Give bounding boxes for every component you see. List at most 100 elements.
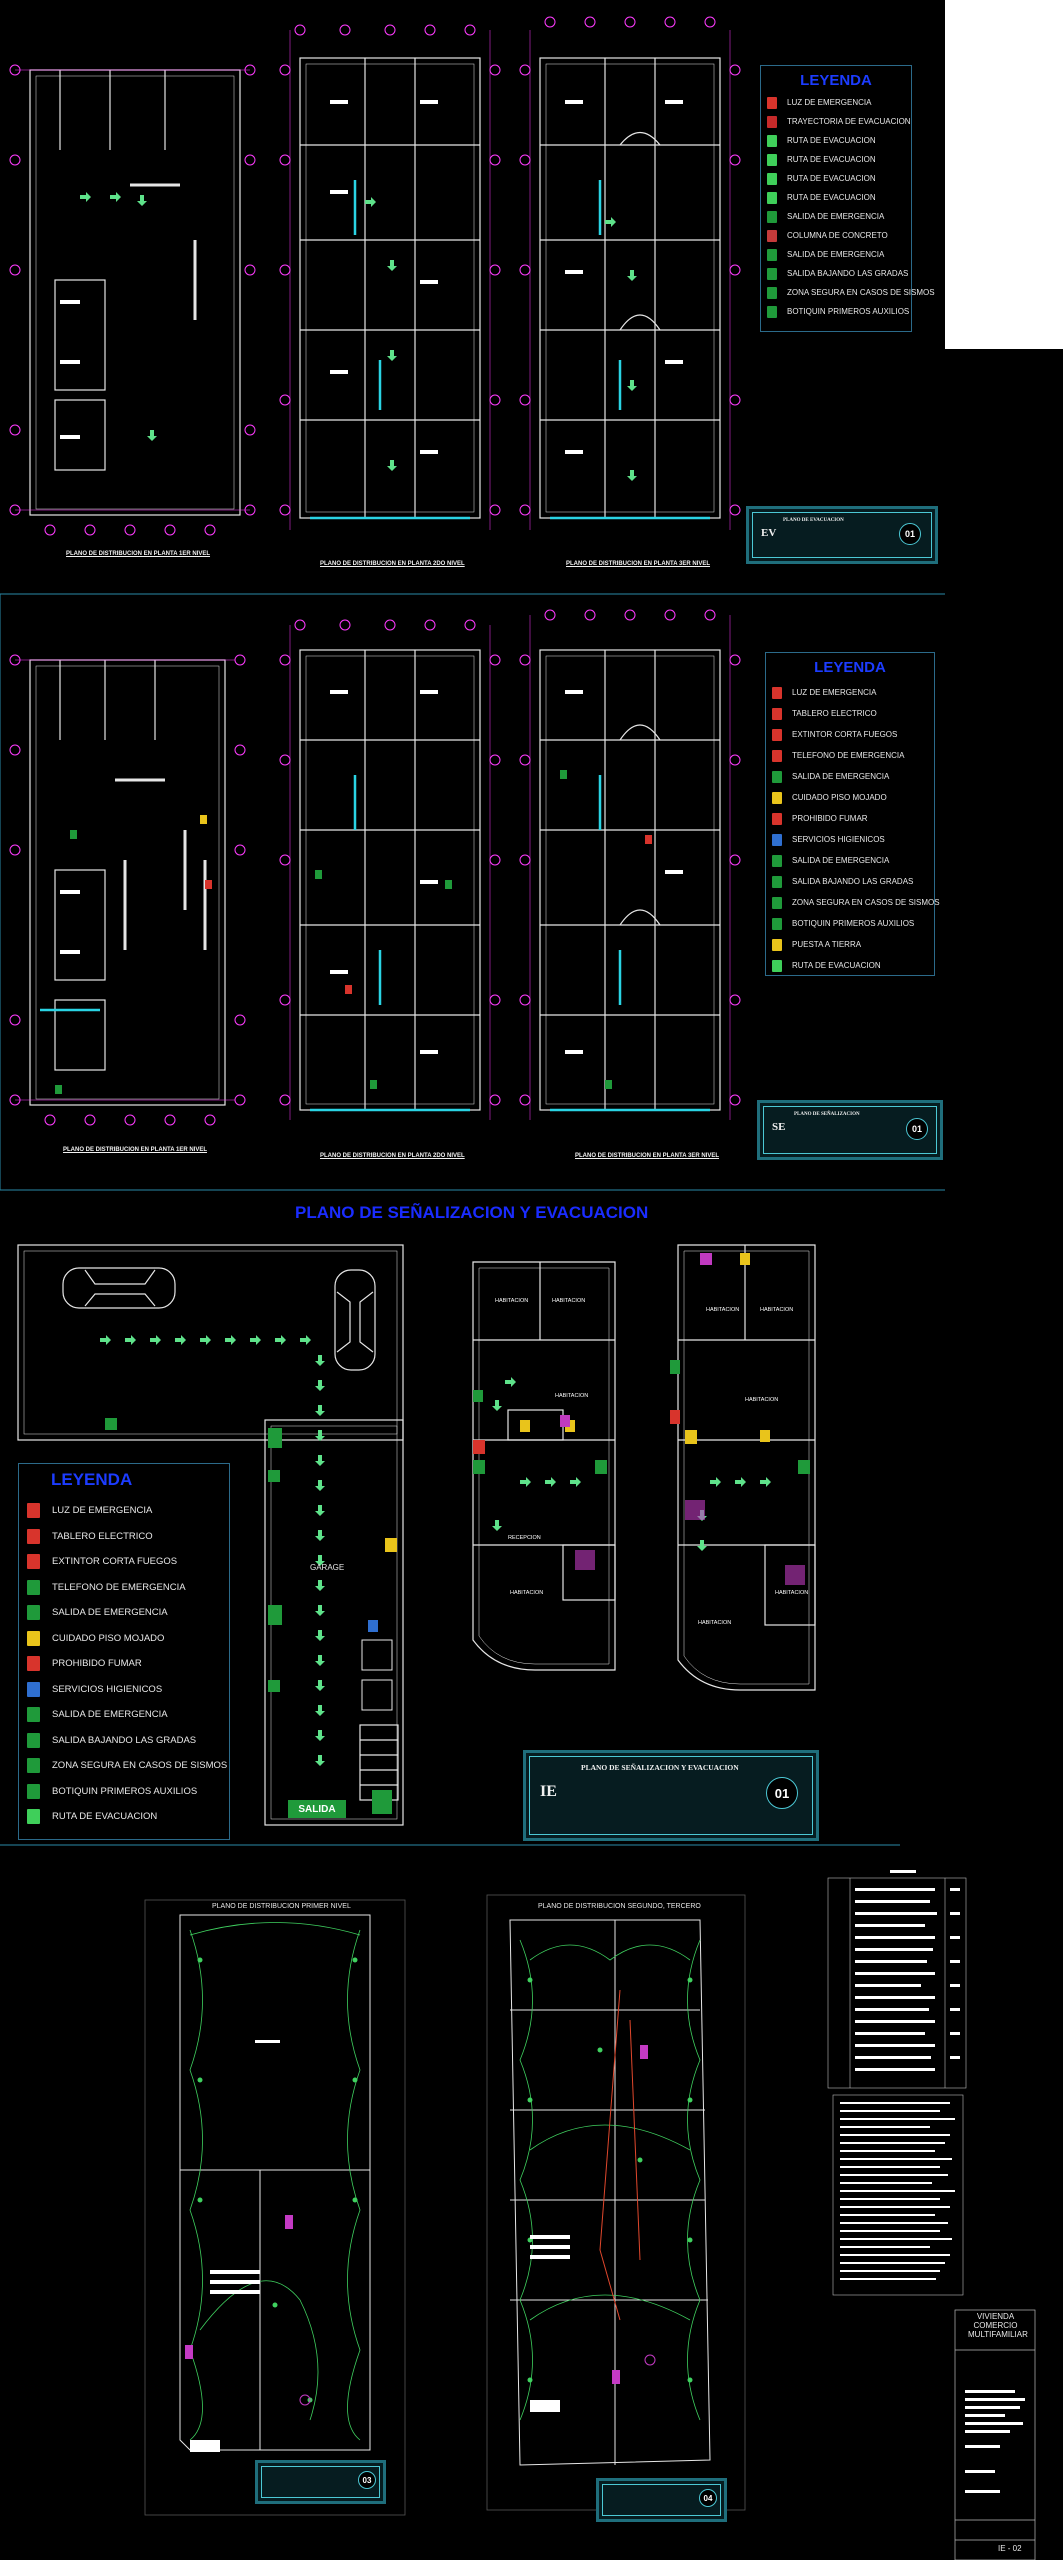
garage-label: GARAGE xyxy=(310,1563,345,1572)
first-aid-icon xyxy=(27,1783,40,1799)
legend-item: LUZ DE EMERGENCIA xyxy=(761,93,911,112)
plan-caption: PLANO DE DISTRIBUCION PRIMER NIVEL xyxy=(212,1903,351,1910)
legend-item: ZONA SEGURA EN CASOS DE SISMOS xyxy=(19,1753,229,1779)
exit-person-icon xyxy=(27,1707,40,1723)
legend-item: RUTA DE EVACUACION xyxy=(761,131,911,150)
sheet-number: 01 xyxy=(899,523,921,545)
arrow-left-icon xyxy=(767,191,777,204)
title-block-code: EV xyxy=(761,527,777,539)
electric-panel-icon xyxy=(772,707,782,720)
room-label: HABITACION xyxy=(706,1307,740,1313)
plan-caption: PLANO DE DISTRIBUCION EN PLANTA 1ER NIVE… xyxy=(66,551,211,557)
plan-caption: PLANO DE DISTRIBUCION EN PLANTA 3ER NIVE… xyxy=(575,1153,720,1159)
legend-item: LUZ DE EMERGENCIA xyxy=(19,1498,229,1524)
safe-zone-icon xyxy=(767,286,777,299)
ground-icon xyxy=(772,938,782,951)
legend-item: RUTA DE EVACUACION xyxy=(766,955,934,976)
legend-item: SALIDA BAJANDO LAS GRADAS xyxy=(19,1728,229,1754)
sheet-number: 01 xyxy=(906,1118,928,1140)
exit-sign-icon xyxy=(767,210,777,223)
restroom-icon xyxy=(772,833,782,846)
legend-item: SALIDA BAJANDO LAS GRADAS xyxy=(761,264,911,283)
legend-item: PROHIBIDO FUMAR xyxy=(19,1651,229,1677)
legend-item: TABLERO ELECTRICO xyxy=(766,703,934,724)
room-label: HABITACION xyxy=(698,1620,732,1626)
legend-item: SALIDA DE EMERGENCIA xyxy=(19,1702,229,1728)
no-smoking-icon xyxy=(772,812,782,825)
legend-item: SERVICIOS HIGIENICOS xyxy=(19,1677,229,1703)
title-block: SE PLANO DE SEÑALIZACION 01 xyxy=(757,1100,943,1160)
legend-item: EXTINTOR CORTA FUEGOS xyxy=(766,724,934,745)
plan-caption: PLANO DE DISTRIBUCION EN PLANTA 2DO NIVE… xyxy=(320,561,465,567)
exit-sign: SALIDA xyxy=(288,1800,346,1818)
room-label: HABITACION xyxy=(745,1397,779,1403)
route-line-icon xyxy=(767,115,777,128)
restroom-icon xyxy=(27,1681,40,1697)
exit-person-icon xyxy=(767,248,777,261)
route-arrow-icon xyxy=(27,1809,40,1825)
stairs-exit-icon xyxy=(772,875,782,888)
no-smoking-icon xyxy=(27,1656,40,1672)
title-block-title: PLANO DE EVACUACION xyxy=(783,518,844,523)
column-icon xyxy=(767,229,777,242)
legend-item: SALIDA DE EMERGENCIA xyxy=(761,245,911,264)
sheet-number: 01 xyxy=(766,1777,798,1809)
plan-caption: PLANO DE DISTRIBUCION EN PLANTA 3ER NIVE… xyxy=(566,561,711,567)
emergency-light-icon xyxy=(772,686,782,699)
legend-item: TRAYECTORIA DE EVACUACION xyxy=(761,112,911,131)
legend-senalizacion: LEYENDA LUZ DE EMERGENCIA TABLERO ELECTR… xyxy=(18,1463,230,1840)
legend-title: LEYENDA xyxy=(51,1470,133,1489)
title-block: 04 xyxy=(596,2478,727,2522)
title-block: EV PLANO DE EVACUACION 01 xyxy=(746,506,938,564)
route-arrow-icon xyxy=(772,959,782,972)
legend-item: RUTA DE EVACUACION xyxy=(761,150,911,169)
title-block-code: SE xyxy=(772,1121,786,1133)
exit-person-icon xyxy=(772,854,782,867)
legend-item: RUTA DE EVACUACION xyxy=(761,169,911,188)
arrow-up-icon xyxy=(767,153,777,166)
legend-evacuation: LEYENDA LUZ DE EMERGENCIA TRAYECTORIA DE… xyxy=(760,65,935,332)
room-label: HABITACION xyxy=(495,1298,529,1304)
emergency-light-icon xyxy=(27,1503,40,1519)
room-label: HABITACION xyxy=(760,1307,794,1313)
legend-item: BOTIQUIN PRIMEROS AUXILIOS xyxy=(761,302,911,321)
legend-item: BOTIQUIN PRIMEROS AUXILIOS xyxy=(19,1779,229,1805)
legend-item: ZONA SEGURA EN CASOS DE SISMOS xyxy=(761,283,935,302)
legend-title: LEYENDA xyxy=(800,72,872,89)
arrow-right-icon xyxy=(767,172,777,185)
legend-item: SALIDA DE EMERGENCIA xyxy=(761,207,911,226)
phone-icon xyxy=(27,1579,40,1595)
title-block: IE PLANO DE SEÑALIZACION Y EVACUACION 01 xyxy=(523,1750,819,1841)
legend-item: PUESTA A TIERRA xyxy=(766,934,934,955)
sheet-title: PLANO DE SEÑALIZACION Y EVACUACION xyxy=(295,1203,649,1222)
legend-item: SERVICIOS HIGIENICOS xyxy=(766,829,934,850)
sheet-number: 03 xyxy=(358,2471,376,2489)
electric-panel-icon xyxy=(27,1528,40,1544)
extinguisher-icon xyxy=(27,1554,40,1570)
exit-sign-icon xyxy=(772,770,782,783)
title-block-title: PLANO DE SEÑALIZACION xyxy=(794,1112,860,1117)
first-aid-icon xyxy=(772,917,782,930)
sheet-code: IE - 02 xyxy=(998,2544,1022,2553)
wet-floor-icon xyxy=(27,1630,40,1646)
stairs-exit-icon xyxy=(27,1732,40,1748)
wet-floor-icon xyxy=(772,791,782,804)
room-label: HABITACION xyxy=(552,1298,586,1304)
extinguisher-icon xyxy=(772,728,782,741)
legend-item: TELEFONO DE EMERGENCIA xyxy=(766,745,934,766)
legend-item: SALIDA DE EMERGENCIA xyxy=(19,1600,229,1626)
legend-item: CUIDADO PISO MOJADO xyxy=(19,1626,229,1652)
title-block-code: IE xyxy=(540,1783,557,1800)
legend-item: ZONA SEGURA EN CASOS DE SISMOS xyxy=(766,892,940,913)
first-aid-icon xyxy=(767,305,777,318)
room-label: HABITACION xyxy=(775,1590,809,1596)
exit-sign-icon xyxy=(27,1605,40,1621)
legend-title: LEYENDA xyxy=(814,659,886,676)
legend-item: PROHIBIDO FUMAR xyxy=(766,808,934,829)
legend-item: COLUMNA DE CONCRETO xyxy=(761,226,911,245)
safe-zone-icon xyxy=(27,1758,40,1774)
title-block-title: PLANO DE SEÑALIZACION Y EVACUACION xyxy=(581,1763,739,1772)
legend-item: SALIDA DE EMERGENCIA xyxy=(766,850,934,871)
plan-caption: PLANO DE DISTRIBUCION SEGUNDO, TERCERO xyxy=(538,1903,701,1910)
